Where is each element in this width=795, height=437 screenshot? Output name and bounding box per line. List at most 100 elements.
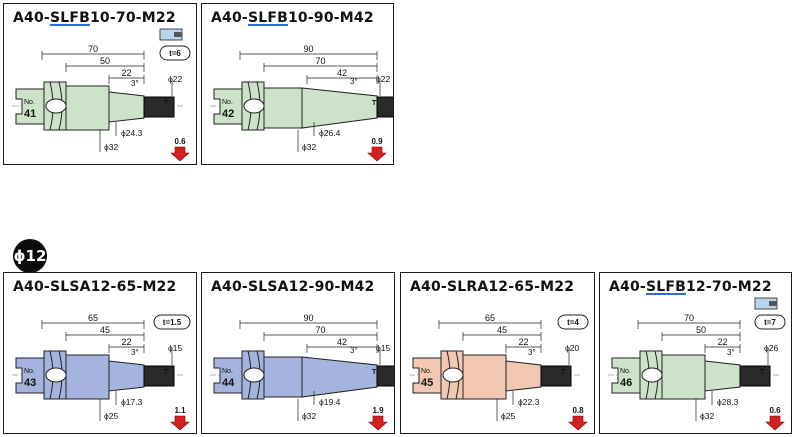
number-prefix: No.: [222, 99, 233, 106]
nose-diameter: ϕ24.3: [121, 128, 143, 138]
weight-label: 0.6: [769, 406, 781, 415]
weight-arrow-icon: [170, 415, 190, 431]
thread-mark: T: [164, 369, 169, 376]
dimension-label: 90: [303, 44, 313, 54]
cutting-tool: [376, 365, 394, 387]
tool-number: 45: [421, 377, 433, 389]
body: [263, 356, 303, 398]
tool-code: A40-SLFB10-90-M42: [211, 10, 374, 26]
cutting-tool: [540, 365, 572, 387]
tip-diameter: ϕ20: [565, 343, 579, 353]
key-slot: [243, 367, 265, 383]
number-prefix: No.: [620, 368, 631, 375]
tip-diameter: ϕ22: [168, 74, 182, 84]
t-label: t=6: [169, 49, 181, 58]
dimension-label: 22: [717, 337, 727, 347]
tip-diameter: ϕ22: [376, 74, 390, 84]
dimension-label: 22: [518, 337, 528, 347]
cutting-tool: [143, 365, 175, 387]
tip-diameter: ϕ26: [764, 343, 778, 353]
weight-label: 0.8: [572, 406, 584, 415]
nose-diameter: ϕ26.4: [319, 128, 341, 138]
tool-number: 42: [222, 108, 234, 120]
t-pill: [159, 45, 191, 61]
number-prefix: No.: [24, 99, 35, 106]
weight-arrow-icon: [367, 146, 387, 162]
tip-diameter: ϕ15: [376, 343, 390, 353]
tool-code: A40-SLSA12-90-M42: [211, 279, 375, 295]
cutting-tool: [376, 96, 393, 118]
thread-mark: T: [372, 369, 377, 376]
dimension-label: 70: [315, 56, 325, 66]
dimension-label: 45: [100, 325, 110, 335]
taper-angle: 3°: [131, 79, 139, 88]
tool-code: A40-SLFB12-70-M22: [609, 279, 772, 295]
t-label: t=1.5: [163, 318, 182, 327]
key-slot: [243, 98, 265, 114]
weight-arrow-icon: [568, 415, 588, 431]
taper-nose: [505, 360, 542, 392]
body-diameter: ϕ25: [104, 411, 118, 421]
key-slot: [641, 367, 663, 383]
number-prefix: No.: [222, 368, 233, 375]
thread-mark: T: [372, 100, 377, 107]
weight-arrow-icon: [765, 415, 785, 431]
key-slot: [45, 367, 67, 383]
dimension-label: 22: [121, 68, 131, 78]
nose-diameter: ϕ19.4: [319, 397, 341, 407]
t-pill: [153, 314, 191, 330]
taper-angle: 3°: [350, 77, 358, 86]
taper-nose: [108, 360, 145, 392]
taper-nose: [108, 91, 145, 123]
body: [263, 87, 303, 129]
dimension-label: 22: [121, 337, 131, 347]
taper-nose: [301, 87, 378, 129]
taper-nose: [704, 360, 741, 392]
dimension-label: 65: [485, 313, 495, 323]
cutting-tool: [143, 96, 175, 118]
dimension-label: 70: [88, 44, 98, 54]
insert-icon-tip: [769, 301, 777, 306]
tool-code: A40-SLFB10-70-M22: [13, 10, 176, 26]
tool-number: 41: [24, 108, 36, 120]
taper-angle: 3°: [727, 348, 735, 357]
thread-mark: T: [164, 100, 169, 107]
dimension-label: 42: [337, 337, 347, 347]
taper-angle: 3°: [528, 348, 536, 357]
number-prefix: No.: [24, 368, 35, 375]
body-diameter: ϕ32: [302, 142, 316, 152]
body: [462, 354, 507, 400]
tip-diameter: ϕ15: [168, 343, 182, 353]
t-pill: [557, 314, 589, 330]
weight-arrow-icon: [170, 146, 190, 162]
dimension-label: 50: [100, 56, 110, 66]
tool-code: A40-SLSA12-65-M22: [13, 279, 177, 295]
weight-label: 0.9: [371, 137, 383, 146]
number-prefix: No.: [421, 368, 432, 375]
taper-angle: 3°: [131, 348, 139, 357]
body: [661, 354, 706, 400]
body-diameter: ϕ32: [104, 142, 118, 152]
body: [65, 354, 110, 400]
insert-icon-tip: [174, 32, 182, 37]
weight-label: 1.9: [372, 406, 384, 415]
tool-number: 43: [24, 377, 36, 389]
tool-code: A40-SLRA12-65-M22: [410, 279, 575, 295]
weight-label: 0.6: [174, 137, 186, 146]
cutting-tool: [739, 365, 771, 387]
tool-number: 44: [222, 377, 235, 389]
dimension-label: 65: [88, 313, 98, 323]
weight-arrow-icon: [368, 415, 388, 431]
body-diameter: ϕ32: [302, 411, 316, 421]
thread-mark: T: [760, 369, 765, 376]
